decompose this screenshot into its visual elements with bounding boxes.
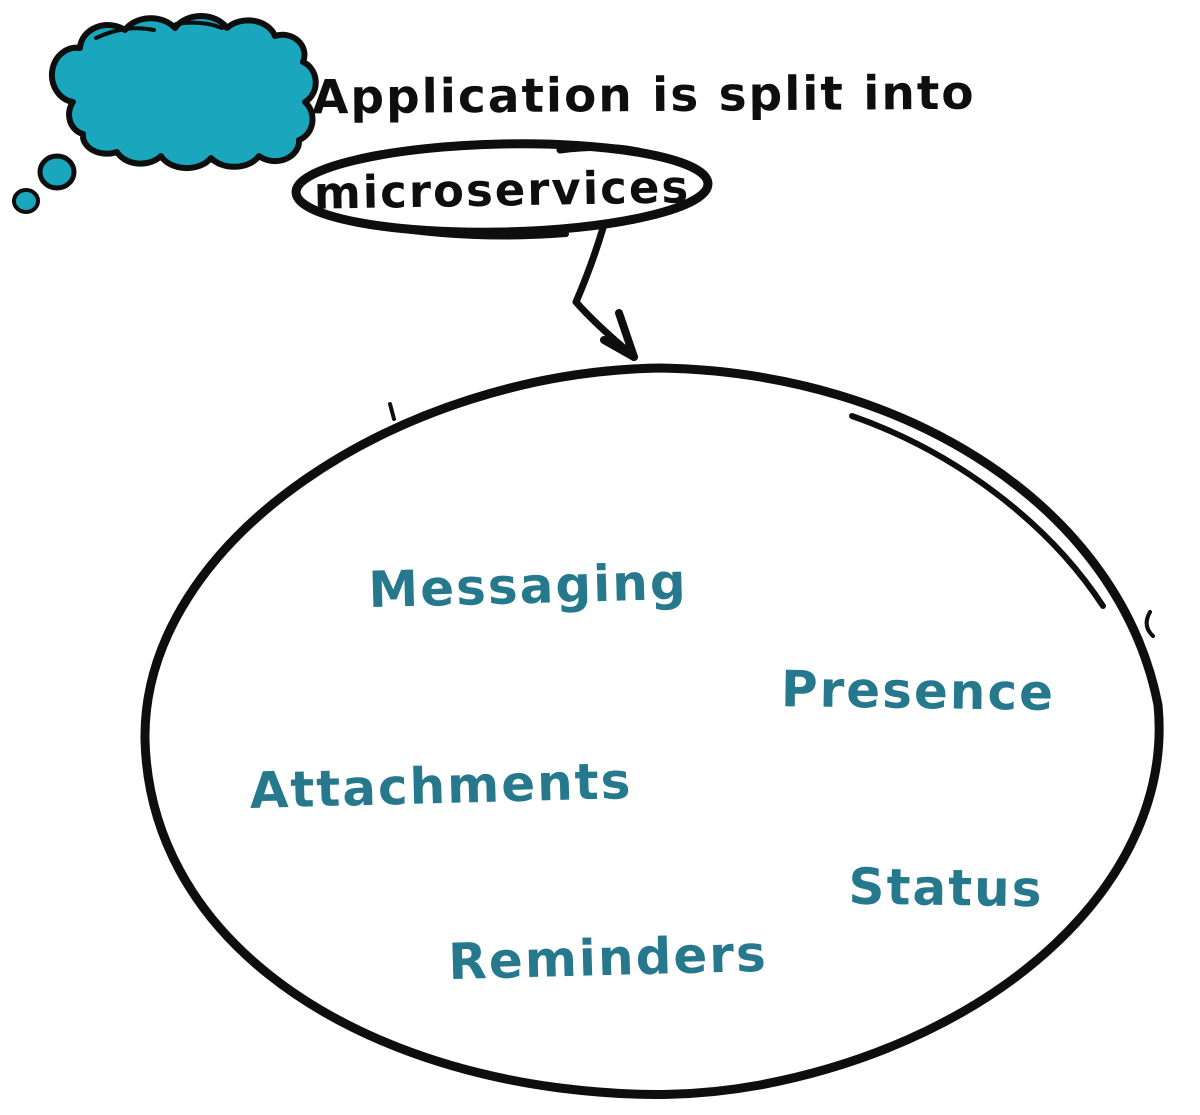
service-label-status: Status — [848, 857, 1044, 919]
thought-bubble-dot-medium — [37, 153, 77, 191]
circle-annotation-icon — [291, 139, 713, 240]
thought-bubble-dot-small — [12, 188, 40, 214]
services-boundary-ellipse — [140, 363, 1164, 1099]
thought-bubble-icon — [12, 12, 319, 214]
service-label-presence: Presence — [780, 660, 1056, 722]
caption-text: Application is split into — [311, 65, 976, 126]
service-label-reminders: Reminders — [447, 924, 769, 992]
service-label-messaging: Messaging — [367, 552, 689, 620]
service-label-attachments: Attachments — [248, 752, 634, 820]
arrow-icon — [572, 224, 638, 361]
microservices-text: microservices — [313, 160, 691, 220]
